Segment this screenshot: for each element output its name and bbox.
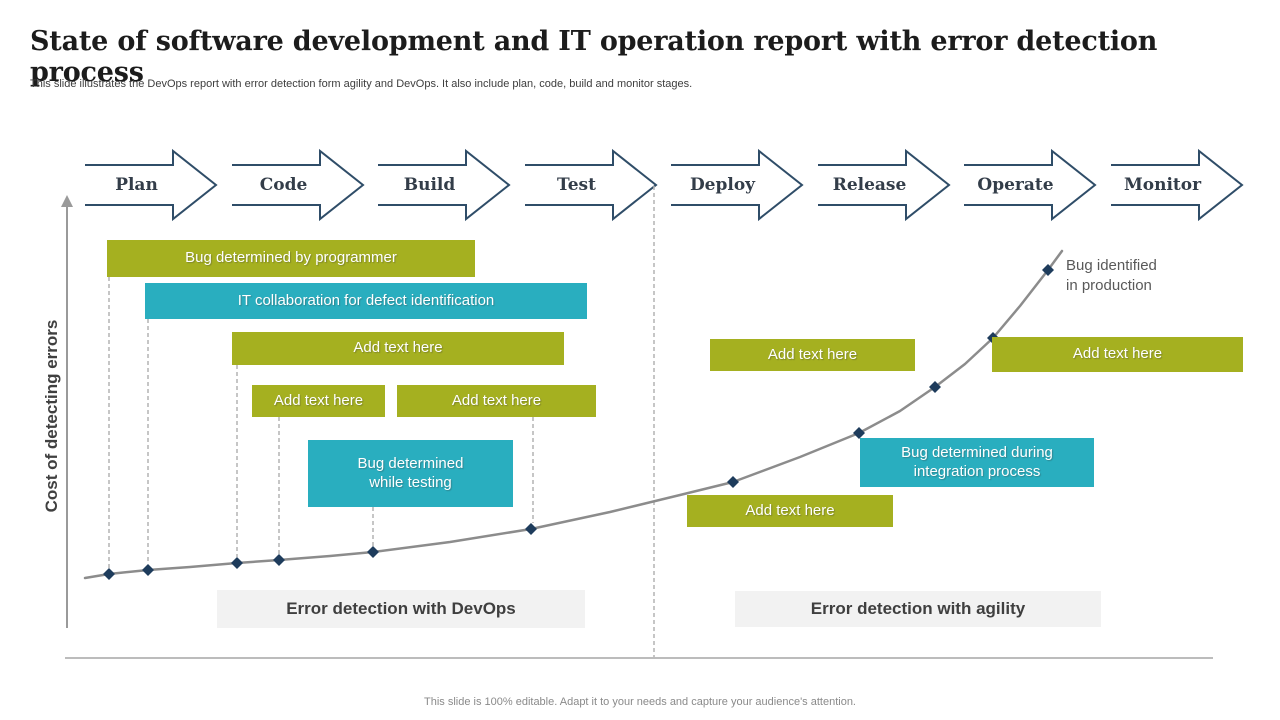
stage-arrow-deploy: Deploy <box>671 148 804 222</box>
stage-label: Test <box>557 175 596 195</box>
arrow-shape-icon <box>671 148 804 222</box>
y-axis-arrow-icon <box>61 195 73 207</box>
stage-arrow-test: Test <box>525 148 658 222</box>
box-add-text-5: Add text here <box>687 495 893 527</box>
box-add-text-2: Add text here <box>252 385 385 417</box>
slide-footer-note: This slide is 100% editable. Adapt it to… <box>424 696 856 708</box>
stage-arrow-code: Code <box>232 148 365 222</box>
arrow-shape-icon <box>818 148 951 222</box>
stage-label: Release <box>832 175 907 195</box>
slide-subtitle: This slide illustrates the DevOps report… <box>30 78 693 90</box>
band-error-detection-agility: Error detection with agility <box>735 591 1101 627</box>
stage-arrow-monitor: Monitor <box>1111 148 1244 222</box>
box-add-text-3: Add text here <box>397 385 596 417</box>
dashed-connectors <box>108 277 534 568</box>
cost-curve <box>83 249 1064 580</box>
arrow-shape-icon <box>378 148 511 222</box>
stage-label: Code <box>259 175 308 195</box>
page-title: State of software development and IT ope… <box>30 26 1158 89</box>
box-bug-determined-by-programmer: Bug determined by programmer <box>107 240 475 277</box>
annotation-bug-identified: Bug identified in production <box>1066 257 1157 295</box>
stage-label: Deploy <box>689 175 756 195</box>
stage-label: Operate <box>977 175 1054 195</box>
band-error-detection-devops: Error detection with DevOps <box>217 590 585 628</box>
y-axis-label: Cost of detecting errors <box>42 319 61 513</box>
box-bug-determined-while-testing: Bug determined while testing <box>308 440 513 507</box>
arrow-shape-icon <box>1111 148 1244 222</box>
stage-label: Monitor <box>1123 175 1202 195</box>
stage-arrow-plan: Plan <box>85 148 218 222</box>
box-add-text-1: Add text here <box>232 332 564 365</box>
stage-label: Plan <box>115 175 158 195</box>
box-it-collaboration: IT collaboration for defect identificati… <box>145 283 587 319</box>
box-bug-determined-integration: Bug determined during integration proces… <box>860 438 1094 487</box>
arrow-shape-icon <box>232 148 365 222</box>
stage-arrow-build: Build <box>378 148 511 222</box>
curve-markers <box>103 264 1054 580</box>
stage-label: Build <box>403 175 456 195</box>
box-add-text-6: Add text here <box>992 337 1243 372</box>
stage-arrow-operate: Operate <box>964 148 1097 222</box>
arrow-shape-icon <box>525 148 658 222</box>
stage-arrow-release: Release <box>818 148 951 222</box>
box-add-text-4: Add text here <box>710 339 915 371</box>
arrow-shape-icon <box>964 148 1097 222</box>
arrow-shape-icon <box>85 148 218 222</box>
